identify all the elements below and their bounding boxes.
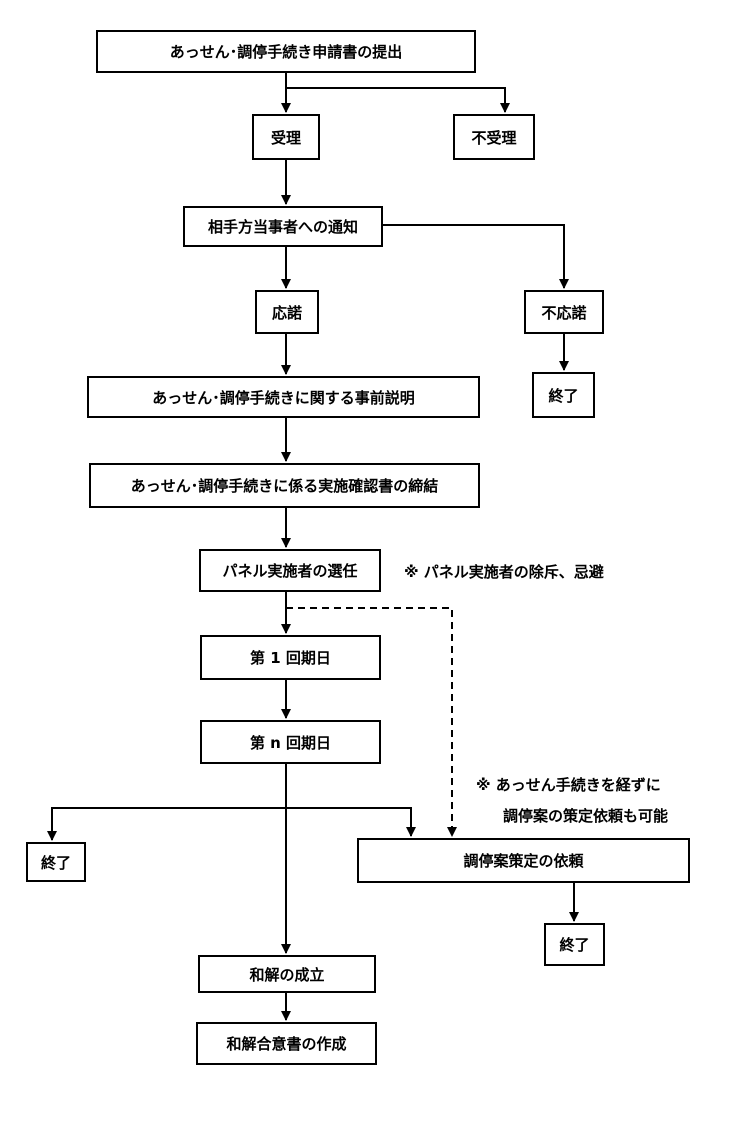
connector-notify-no-consent — [383, 224, 569, 289]
box-no-consent: 不応諾 — [524, 290, 604, 334]
box-notify: 相手方当事者への通知 — [183, 206, 383, 247]
box-explanation: あっせん･調停手続きに関する事前説明 — [87, 376, 480, 418]
box-date-1: 第 1 回期日 — [200, 635, 381, 680]
box-agreement: あっせん･調停手続きに係る実施確認書の締結 — [89, 463, 480, 508]
connector-submit-not-accepted — [286, 87, 510, 113]
note-skip-line1: ※ あっせん手続きを経ずに — [476, 776, 661, 794]
box-submit: あっせん･調停手続き申請書の提出 — [96, 30, 476, 73]
box-mediation-request: 調停案策定の依頼 — [357, 838, 690, 883]
connector-daten-end — [47, 807, 286, 841]
box-not-accepted: 不受理 — [453, 114, 535, 160]
note-skip-line2: 調停案の策定依頼も可能 — [503, 807, 669, 825]
box-settlement: 和解の成立 — [198, 955, 376, 993]
box-consent: 応諾 — [255, 290, 319, 334]
box-end-1: 終了 — [532, 372, 595, 418]
box-end-3: 終了 — [544, 923, 605, 966]
box-end-2: 終了 — [26, 842, 86, 882]
box-accepted: 受理 — [252, 114, 320, 160]
note-panel-exclusion: ※ パネル実施者の除斥、忌避 — [404, 563, 604, 581]
box-panel: パネル実施者の選任 — [199, 549, 381, 592]
box-settlement-doc: 和解合意書の作成 — [196, 1022, 377, 1065]
box-date-n: 第 n 回期日 — [200, 720, 381, 764]
connector-daten-mediation — [286, 807, 416, 837]
connector-skip-dashed — [286, 607, 457, 837]
